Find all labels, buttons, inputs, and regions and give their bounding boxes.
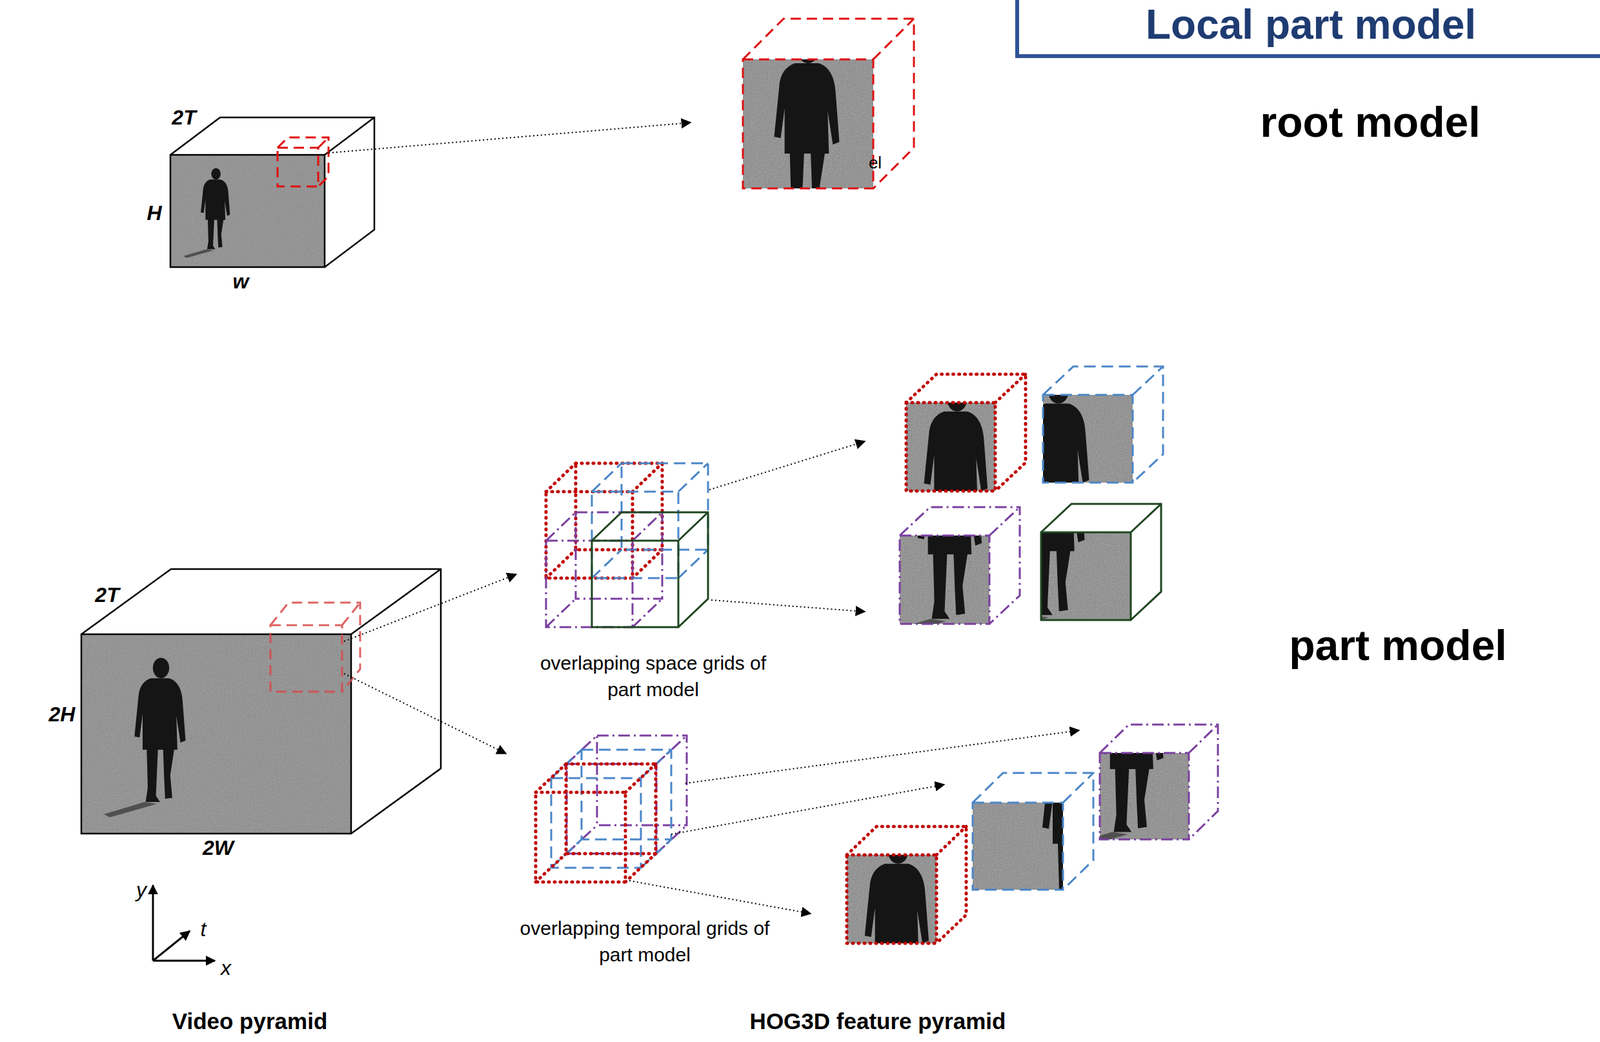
dimension-label: 2W bbox=[202, 836, 234, 861]
axis-label: x bbox=[220, 956, 232, 981]
crop-image bbox=[902, 359, 1344, 705]
video-frame-image bbox=[40, 593, 393, 876]
grid-cube bbox=[551, 749, 672, 869]
panel-title: HOG3D feature pyramid bbox=[749, 1008, 1007, 1035]
dimension-label: H bbox=[146, 201, 162, 226]
crop-image-content bbox=[806, 306, 1245, 654]
leader-arrow bbox=[685, 730, 1080, 784]
grid-cube bbox=[591, 463, 709, 579]
part-cube bbox=[899, 507, 1020, 625]
text-fragment: el bbox=[868, 153, 882, 173]
video-cube bbox=[170, 117, 375, 268]
title-box: Local part model bbox=[1015, 0, 1600, 59]
caption: overlapping space grids of part model bbox=[529, 650, 777, 703]
axis-arrow bbox=[152, 885, 155, 962]
crop-image bbox=[806, 306, 1245, 654]
title-text: Local part model bbox=[1019, 0, 1600, 50]
panel-title: Video pyramid bbox=[172, 1008, 328, 1035]
root-model-cube bbox=[742, 18, 914, 189]
dimension-label: 2T bbox=[171, 105, 196, 130]
section-label: part model bbox=[1288, 621, 1507, 671]
video-cube bbox=[81, 569, 441, 834]
crop-image-content bbox=[799, 361, 1241, 709]
caption: overlapping temporal grids of part model bbox=[509, 915, 780, 969]
grid-cube bbox=[591, 512, 709, 628]
video-frame bbox=[40, 593, 393, 876]
crop-image-content bbox=[902, 359, 1344, 705]
crop-image bbox=[799, 361, 1241, 709]
leader-arrow bbox=[344, 673, 507, 754]
part-cube bbox=[1099, 724, 1218, 840]
part-cube bbox=[1041, 504, 1162, 621]
grid-cube bbox=[546, 463, 663, 579]
leader-arrow bbox=[711, 600, 865, 612]
root-window-cube bbox=[277, 137, 329, 187]
part-window-cube bbox=[270, 602, 361, 692]
axis-label: t bbox=[200, 917, 207, 942]
axis-arrow bbox=[152, 960, 215, 963]
leader-arrow bbox=[344, 574, 517, 642]
section-label: root model bbox=[1260, 98, 1481, 148]
part-cube bbox=[846, 826, 967, 944]
axis-label: y bbox=[136, 878, 147, 903]
leader-arrow bbox=[709, 441, 865, 490]
leader-arrow bbox=[629, 881, 811, 914]
part-cube bbox=[972, 773, 1094, 891]
grid-cube bbox=[535, 764, 656, 883]
part-cube bbox=[1043, 366, 1164, 483]
axis-arrow bbox=[152, 931, 190, 962]
dimension-label: w bbox=[232, 269, 250, 294]
part-cube bbox=[906, 374, 1026, 492]
dimension-label: 2T bbox=[94, 583, 119, 608]
leader-arrow bbox=[328, 122, 691, 153]
leader-arrow bbox=[671, 784, 945, 835]
dimension-label: 2H bbox=[49, 702, 76, 727]
